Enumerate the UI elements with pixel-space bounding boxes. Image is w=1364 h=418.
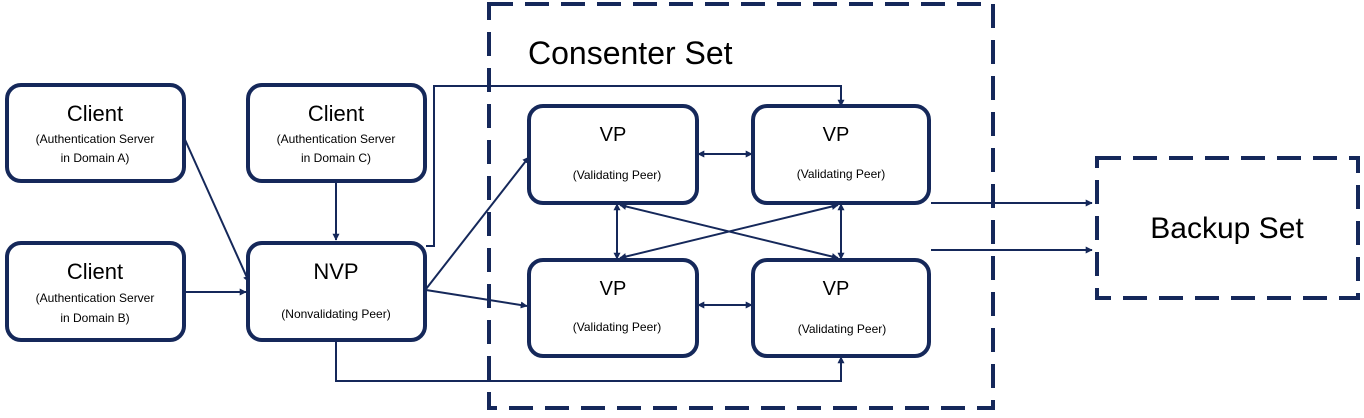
connectors bbox=[181, 85, 1093, 382]
client-domain-c-box bbox=[246, 83, 427, 183]
edge-nvp-to-vp-bottom-left bbox=[425, 289, 528, 309]
client-domain-c-line2: in Domain C) bbox=[301, 151, 371, 165]
vp-top-left-node: VP (Validating Peer) bbox=[527, 104, 699, 205]
edge-nvp-to-vp-bottom-right bbox=[335, 341, 845, 382]
client-domain-c-line1: (Authentication Server bbox=[277, 132, 396, 146]
edge-vp-diagonal-2 bbox=[619, 203, 839, 260]
vp-top-left-box bbox=[527, 104, 699, 205]
vp-bottom-right-subtitle: (Validating Peer) bbox=[798, 322, 887, 336]
vp-top-left-title: VP bbox=[600, 124, 627, 146]
vp-bottom-right-title: VP bbox=[823, 278, 850, 300]
vp-bottom-right-box bbox=[751, 258, 931, 358]
client-domain-b-line1: (Authentication Server bbox=[36, 291, 155, 305]
vp-bottom-left-box bbox=[527, 258, 699, 358]
client-domain-b-line2: in Domain B) bbox=[60, 311, 129, 325]
client-domain-a-box bbox=[5, 83, 186, 183]
nvp-box bbox=[246, 241, 427, 342]
vp-bottom-left-subtitle: (Validating Peer) bbox=[573, 320, 662, 334]
nvp-node: NVP (Nonvalidating Peer) bbox=[246, 241, 427, 342]
backup-set-label: Backup Set bbox=[1150, 212, 1304, 245]
client-domain-a-node: Client (Authentication Server in Domain … bbox=[5, 83, 186, 183]
vp-bottom-left-title: VP bbox=[600, 278, 627, 300]
vp-top-right-box bbox=[751, 104, 931, 205]
client-domain-b-node: Client (Authentication Server in Domain … bbox=[5, 241, 186, 342]
client-domain-c-node: Client (Authentication Server in Domain … bbox=[246, 83, 427, 183]
nvp-subtitle: (Nonvalidating Peer) bbox=[281, 307, 390, 321]
vp-top-right-subtitle: (Validating Peer) bbox=[797, 167, 886, 181]
client-domain-a-line1: (Authentication Server bbox=[36, 132, 155, 146]
backup-set-box bbox=[1095, 156, 1360, 300]
edge-nvp-to-vp-top-left bbox=[425, 156, 530, 290]
client-domain-b-box bbox=[5, 241, 186, 342]
edge-client-a-to-nvp bbox=[181, 132, 250, 283]
edge-nvp-to-vp-top-right bbox=[426, 85, 845, 247]
vp-bottom-left-node: VP (Validating Peer) bbox=[527, 258, 699, 358]
client-domain-a-title: Client bbox=[67, 101, 123, 126]
client-domain-a-line2: in Domain A) bbox=[61, 151, 130, 165]
consenter-set-boundary bbox=[487, 2, 995, 410]
nvp-title: NVP bbox=[313, 259, 358, 284]
client-domain-b-title: Client bbox=[67, 259, 123, 284]
vp-bottom-right-node: VP (Validating Peer) bbox=[751, 258, 931, 358]
client-domain-c-title: Client bbox=[308, 101, 364, 126]
vp-top-right-title: VP bbox=[823, 124, 850, 146]
vp-top-left-subtitle: (Validating Peer) bbox=[573, 168, 662, 182]
vp-top-right-node: VP (Validating Peer) bbox=[751, 104, 931, 205]
consenter-set-label: Consenter Set bbox=[528, 35, 733, 71]
